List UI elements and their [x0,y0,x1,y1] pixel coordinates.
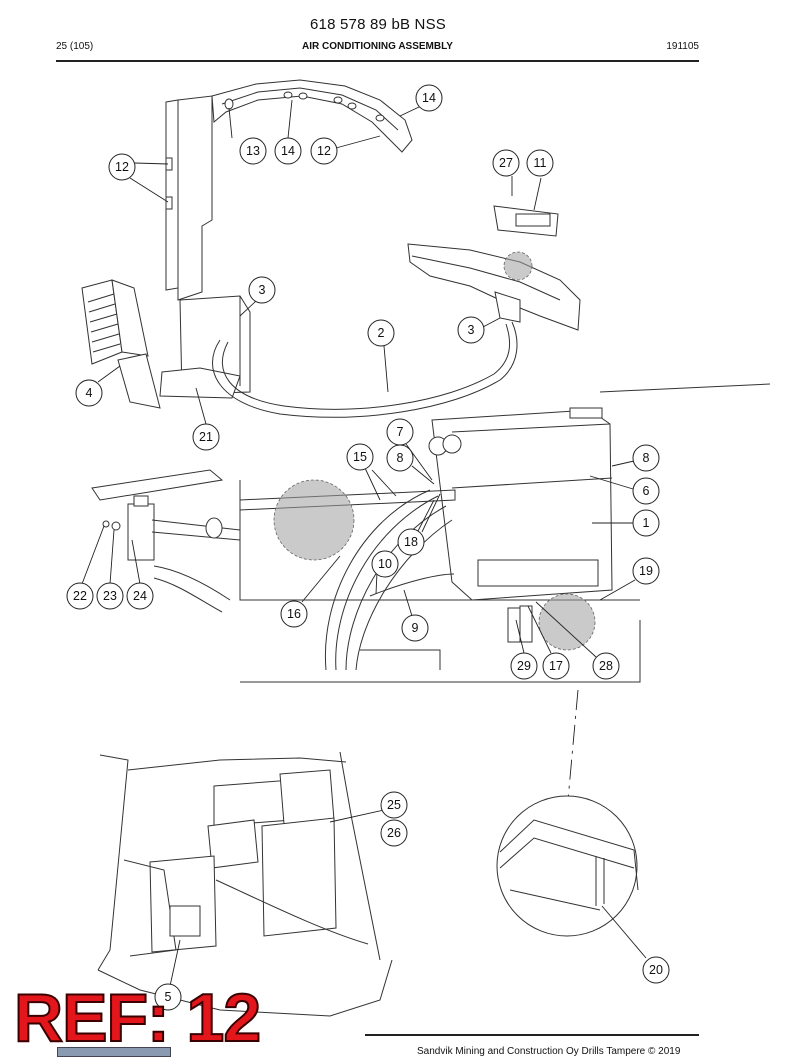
callout-11: 11 [526,149,554,177]
svg-text:7: 7 [397,425,404,439]
valve-assembly [91,469,241,613]
svg-text:2: 2 [378,326,385,340]
svg-text:23: 23 [103,589,117,603]
svg-text:19: 19 [639,564,653,578]
callout-8: 8 [632,444,660,472]
svg-text:12: 12 [317,144,331,158]
svg-text:1: 1 [643,516,650,530]
document-date: 191105 [666,41,699,52]
footer-rule [365,1034,699,1036]
svg-text:12: 12 [115,160,129,174]
callout-3: 3 [457,316,485,344]
callout-22: 22 [66,582,94,610]
svg-text:13: 13 [246,144,260,158]
svg-text:15: 15 [353,450,367,464]
svg-text:29: 29 [517,659,531,673]
svg-text:9: 9 [412,621,419,635]
page-number: 25 (105) [56,41,94,52]
cabin-view [97,751,393,1017]
svg-text:20: 20 [649,963,663,977]
footer-copyright: Sandvik Mining and Construction Oy Drill… [417,1046,681,1057]
callout-28: 28 [592,652,620,680]
svg-text:5: 5 [165,990,172,1004]
header-rule [56,60,699,62]
callout-12: 12 [108,153,136,181]
svg-text:24: 24 [133,589,147,603]
svg-text:4: 4 [86,386,93,400]
callout-1: 1 [632,509,660,537]
callout-2: 2 [367,319,395,347]
svg-text:3: 3 [259,283,266,297]
section-title: AIR CONDITIONING ASSEMBLY [302,41,453,52]
callout-9: 9 [401,614,429,642]
svg-text:28: 28 [599,659,613,673]
callout-21: 21 [192,423,220,451]
svg-text:6: 6 [643,484,650,498]
svg-text:18: 18 [404,535,418,549]
callout-24: 24 [126,582,154,610]
callout-29: 29 [510,652,538,680]
callout-12: 12 [310,137,338,165]
callout-13: 13 [239,137,267,165]
air-conditioning-unit [239,383,771,683]
callout-7: 7 [386,418,414,446]
callout-16: 16 [280,600,308,628]
svg-text:16: 16 [287,607,301,621]
svg-text:22: 22 [73,589,87,603]
document-number: 618 578 89 bB NSS [310,16,446,33]
callout-23: 23 [96,582,124,610]
air-duct-housing [159,79,413,399]
air-hoses [212,321,518,418]
callout-3: 3 [248,276,276,304]
svg-text:10: 10 [378,557,392,571]
callout-14: 14 [415,84,443,112]
svg-text:14: 14 [281,144,295,158]
callout-17: 17 [542,652,570,680]
callout-18: 18 [397,528,425,556]
callout-6: 6 [632,477,660,505]
svg-text:21: 21 [199,430,213,444]
svg-text:8: 8 [397,451,404,465]
callout-19: 19 [632,557,660,585]
svg-text:17: 17 [549,659,563,673]
svg-text:14: 14 [422,91,436,105]
leader-lines [81,99,647,987]
svg-text:3: 3 [468,323,475,337]
callout-20: 20 [642,956,670,984]
roof-air-duct [407,205,581,331]
callout-26: 26 [380,819,408,847]
callout-10: 10 [371,550,399,578]
reference-stamp: REF: 12 [13,980,262,1056]
callout-25: 25 [380,791,408,819]
callout-5: 5 [154,983,182,1011]
callout-27: 27 [492,149,520,177]
callout-4: 4 [75,379,103,407]
svg-text:11: 11 [534,156,547,170]
callout-15: 15 [346,443,374,471]
svg-text:8: 8 [643,451,650,465]
callout-8: 8 [386,444,414,472]
page-header: 25 (105) AIR CONDITIONING ASSEMBLY 19110… [56,41,699,55]
svg-text:27: 27 [499,156,513,170]
callout-14: 14 [274,137,302,165]
svg-text:25: 25 [387,798,401,812]
svg-text:26: 26 [387,826,401,840]
drain-detail [496,795,639,937]
air-outlet-grille [81,279,161,409]
